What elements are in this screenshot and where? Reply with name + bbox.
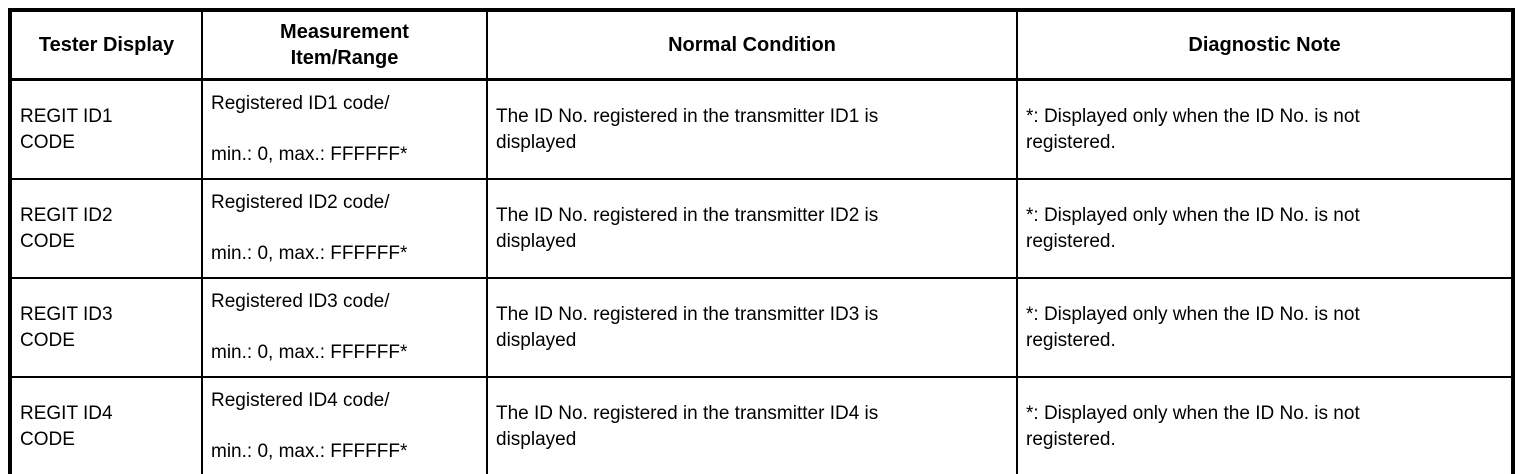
cell-measurement-item-range: Registered ID3 code/ min.: 0, max.: FFFF… (201, 277, 488, 378)
cell-normal-condition: The ID No. registered in the transmitter… (486, 376, 1018, 474)
cell-tester-display: REGIT ID3 CODE (9, 277, 203, 378)
col-header-measurement-item-range: Measurement Item/Range (201, 9, 488, 81)
cell-tester-display: REGIT ID4 CODE (9, 376, 203, 474)
table-row: REGIT ID2 CODE Registered ID2 code/ min.… (9, 178, 1514, 279)
col-header-normal-condition: Normal Condition (486, 9, 1018, 81)
table-header-row: Tester Display Measurement Item/Range No… (9, 9, 1514, 81)
cell-measurement-item-range: Registered ID2 code/ min.: 0, max.: FFFF… (201, 178, 488, 279)
cell-tester-display: REGIT ID2 CODE (9, 178, 203, 279)
cell-diagnostic-note: *: Displayed only when the ID No. is not… (1016, 78, 1514, 180)
cell-diagnostic-note: *: Displayed only when the ID No. is not… (1016, 277, 1514, 378)
cell-normal-condition: The ID No. registered in the transmitter… (486, 178, 1018, 279)
table-row: REGIT ID4 CODE Registered ID4 code/ min.… (9, 376, 1514, 474)
table-row: REGIT ID3 CODE Registered ID3 code/ min.… (9, 277, 1514, 378)
cell-diagnostic-note: *: Displayed only when the ID No. is not… (1016, 178, 1514, 279)
col-header-diagnostic-note: Diagnostic Note (1016, 9, 1514, 81)
cell-measurement-item-range: Registered ID1 code/ min.: 0, max.: FFFF… (201, 78, 488, 180)
diagnostic-data-table: Tester Display Measurement Item/Range No… (8, 8, 1515, 474)
cell-diagnostic-note: *: Displayed only when the ID No. is not… (1016, 376, 1514, 474)
cell-measurement-item-range: Registered ID4 code/ min.: 0, max.: FFFF… (201, 376, 488, 474)
cell-normal-condition: The ID No. registered in the transmitter… (486, 78, 1018, 180)
table-row: REGIT ID1 CODE Registered ID1 code/ min.… (9, 78, 1514, 180)
cell-tester-display: REGIT ID1 CODE (9, 78, 203, 180)
col-header-tester-display: Tester Display (9, 9, 203, 81)
cell-normal-condition: The ID No. registered in the transmitter… (486, 277, 1018, 378)
